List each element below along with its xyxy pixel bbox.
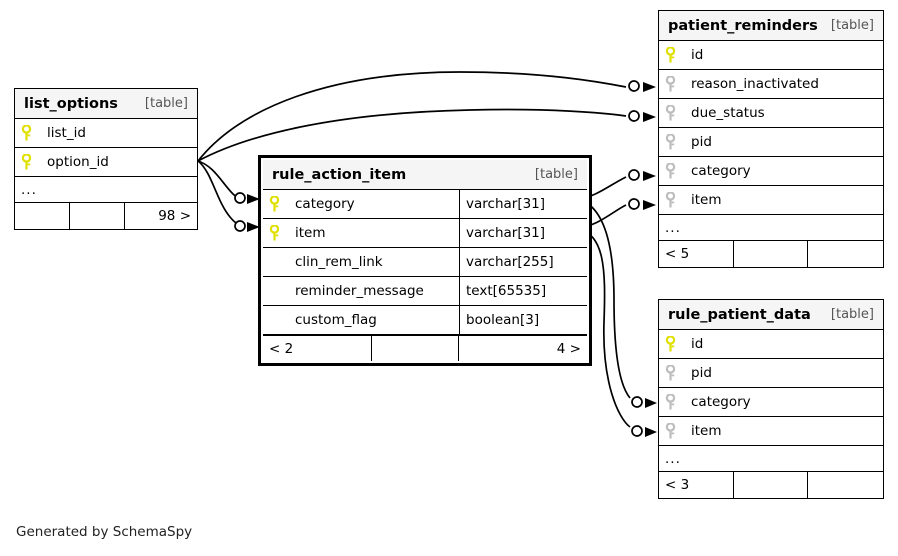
table-type-tag: [table] bbox=[534, 167, 578, 182]
column-name-cell: id bbox=[659, 330, 883, 358]
table-row[interactable]: clin_rem_link varchar[255] bbox=[263, 248, 587, 277]
column-name-cell: custom_flag bbox=[295, 312, 377, 328]
column-name-cell: option_id bbox=[15, 148, 197, 176]
table-row[interactable]: item bbox=[659, 186, 883, 215]
generated-by-caption: Generated by SchemaSpy bbox=[16, 524, 193, 540]
column-type-cell: boolean[3] bbox=[459, 306, 575, 334]
footer-outgoing-relations[interactable]: 98 > bbox=[158, 208, 191, 224]
edge-list-options-to-patient-reminders-due-status bbox=[197, 108, 627, 162]
column-type-cell: varchar[31] bbox=[459, 219, 575, 247]
table-row[interactable]: item bbox=[659, 417, 883, 446]
foreign-key-icon bbox=[665, 134, 687, 150]
more-columns-ellipsis: ... bbox=[15, 177, 197, 203]
primary-key-icon bbox=[21, 154, 43, 170]
column-name-cell: reminder_message bbox=[295, 283, 424, 299]
column-name-cell: category bbox=[659, 388, 883, 416]
footer-incoming-relations[interactable]: < 3 bbox=[659, 472, 734, 498]
footer-incoming-relations[interactable]: < 5 bbox=[659, 241, 734, 267]
footer-middle bbox=[734, 472, 809, 498]
table-type-tag: [table] bbox=[144, 96, 188, 111]
table-row[interactable]: category bbox=[659, 388, 883, 417]
table-row[interactable]: pid bbox=[659, 359, 883, 388]
column-name-cell: item bbox=[659, 417, 883, 445]
table-row[interactable]: id bbox=[659, 41, 883, 70]
footer-incoming-relations[interactable]: < 2 bbox=[263, 336, 372, 361]
column-name-cell: due_status bbox=[659, 99, 883, 127]
table-type-tag: [table] bbox=[830, 307, 874, 322]
table-header-rule-action-item: rule_action_item [table] bbox=[263, 160, 587, 190]
table-footer-patient-reminders: < 5 bbox=[659, 241, 883, 267]
table-footer-rule-patient-data: < 3 bbox=[659, 472, 883, 498]
primary-key-icon bbox=[665, 336, 687, 352]
edge-list-options-to-rule-action-item-category bbox=[197, 160, 243, 199]
foreign-key-icon bbox=[665, 365, 687, 381]
column-name-cell: pid bbox=[659, 359, 883, 387]
column-name-cell: reason_inactivated bbox=[659, 70, 883, 98]
table-row[interactable]: list_id bbox=[15, 119, 197, 148]
edge-list-options-to-patient-reminders-reason-inactivated bbox=[197, 71, 627, 162]
column-name-cell: item bbox=[263, 219, 459, 247]
footer-outgoing-relations[interactable]: 4 > bbox=[556, 340, 581, 357]
table-list-options[interactable]: list_options [table] list_id option_id .… bbox=[14, 88, 198, 230]
primary-key-icon bbox=[21, 125, 43, 141]
table-type-tag: [table] bbox=[830, 18, 874, 33]
table-row[interactable]: custom_flag boolean[3] bbox=[263, 306, 587, 335]
table-header-patient-reminders: patient_reminders [table] bbox=[659, 11, 883, 41]
table-rule-action-item[interactable]: rule_action_item [table] category varcha… bbox=[258, 155, 592, 366]
primary-key-icon bbox=[665, 47, 687, 63]
foreign-key-icon bbox=[665, 105, 687, 121]
table-title: rule_action_item bbox=[272, 166, 407, 183]
foreign-key-icon bbox=[665, 163, 687, 179]
table-row[interactable]: category varchar[31] bbox=[263, 190, 587, 219]
foreign-key-icon bbox=[665, 192, 687, 208]
table-row[interactable]: pid bbox=[659, 128, 883, 157]
primary-key-icon bbox=[269, 196, 291, 212]
table-row[interactable]: due_status bbox=[659, 99, 883, 128]
column-type-cell: varchar[255] bbox=[459, 248, 575, 276]
table-header-rule-patient-data: rule_patient_data [table] bbox=[659, 300, 883, 330]
footer-middle bbox=[70, 203, 125, 229]
table-footer-rule-action-item: < 2 4 > bbox=[263, 335, 587, 361]
footer-outgoing-relations[interactable] bbox=[808, 241, 883, 267]
table-row[interactable]: reason_inactivated bbox=[659, 70, 883, 99]
column-name-cell: clin_rem_link bbox=[295, 254, 383, 270]
column-type-cell: varchar[31] bbox=[459, 190, 575, 218]
more-columns-ellipsis: ... bbox=[659, 446, 883, 472]
table-patient-reminders[interactable]: patient_reminders [table] id reason_inac… bbox=[658, 10, 884, 268]
edge-list-options-to-rule-action-item-item bbox=[197, 160, 243, 227]
column-name-cell: category bbox=[263, 190, 459, 218]
table-row[interactable]: reminder_message text[65535] bbox=[263, 277, 587, 306]
more-columns-ellipsis: ... bbox=[659, 215, 883, 241]
table-header-list-options: list_options [table] bbox=[15, 89, 197, 119]
table-title: patient_reminders bbox=[668, 17, 818, 34]
primary-key-icon bbox=[269, 225, 291, 241]
table-title: rule_patient_data bbox=[668, 306, 811, 323]
table-title: list_options bbox=[24, 95, 118, 112]
foreign-key-icon bbox=[665, 76, 687, 92]
footer-middle bbox=[734, 241, 809, 267]
table-footer-list-options: 98 > bbox=[15, 203, 197, 229]
column-name-cell: item bbox=[659, 186, 883, 214]
table-row[interactable]: id bbox=[659, 330, 883, 359]
footer-outgoing-relations[interactable] bbox=[808, 472, 883, 498]
column-name-cell: id bbox=[659, 41, 883, 69]
column-name-cell: pid bbox=[659, 128, 883, 156]
foreign-key-icon bbox=[665, 394, 687, 410]
column-name-cell: category bbox=[659, 157, 883, 185]
column-type-cell: text[65535] bbox=[459, 277, 575, 305]
table-row[interactable]: category bbox=[659, 157, 883, 186]
table-row[interactable]: item varchar[31] bbox=[263, 219, 587, 248]
table-row[interactable]: option_id bbox=[15, 148, 197, 177]
foreign-key-icon bbox=[665, 423, 687, 439]
table-rule-patient-data[interactable]: rule_patient_data [table] id pid bbox=[658, 299, 884, 499]
column-name-cell: list_id bbox=[15, 119, 197, 147]
footer-incoming-relations[interactable] bbox=[15, 203, 70, 229]
footer-middle bbox=[372, 336, 459, 361]
